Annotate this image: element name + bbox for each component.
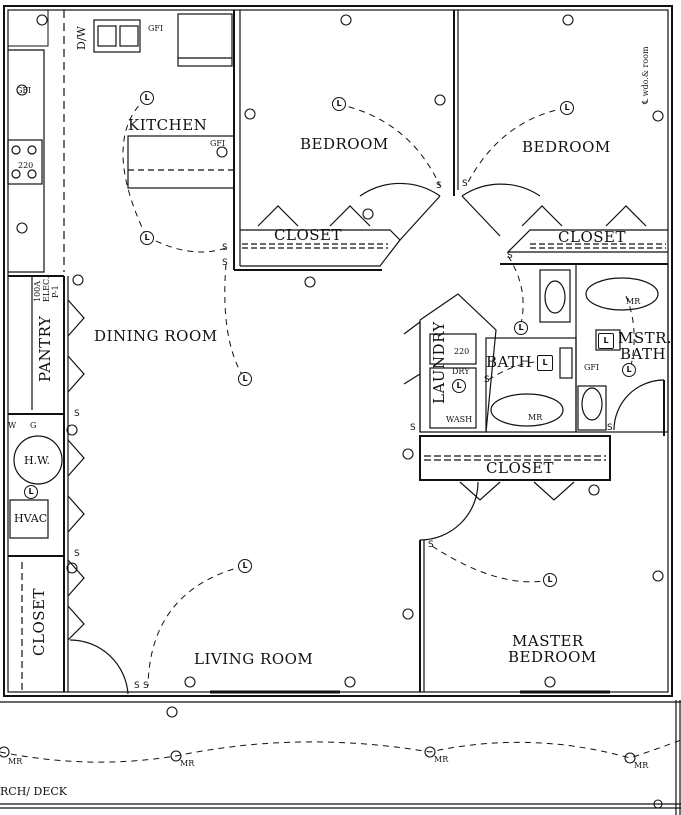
moisture-resistant-label: MR: [8, 757, 23, 766]
master-bedroom-label-2: BEDROOM: [508, 648, 597, 666]
gfi-outlet-label: GFI: [584, 363, 600, 372]
ceiling-light-icon: L: [452, 379, 466, 393]
switch-icon: S: [222, 258, 228, 268]
switch-icon: S: [143, 681, 149, 691]
switch-icon: S: [436, 181, 442, 191]
gfi-outlet-label: GFI: [148, 24, 164, 33]
closet-2-label: CLOSET: [558, 228, 626, 246]
living-room-label: LIVING ROOM: [194, 650, 314, 668]
bath-label: BATH: [486, 353, 533, 371]
dryer-label: DRY: [452, 367, 470, 376]
dining-room-label: DINING ROOM: [94, 327, 218, 345]
switch-icon: S: [484, 375, 490, 385]
gas-label: G: [30, 421, 37, 430]
range-220-label: 220: [18, 161, 34, 170]
switch-icon: S: [428, 540, 434, 550]
centerline-window-label: ℄ wdo.& room: [641, 46, 650, 104]
switch-icon: S: [74, 409, 80, 419]
ceiling-light-icon: L: [543, 573, 557, 587]
bedroom-1-label: BEDROOM: [300, 135, 389, 153]
ceiling-light-icon: L: [140, 231, 154, 245]
ceiling-light-icon: L: [514, 321, 528, 335]
ceiling-light-icon: L: [24, 485, 38, 499]
moisture-resistant-label: MR: [434, 755, 449, 764]
master-bedroom-label-1: MASTER: [512, 632, 584, 650]
closet-1-label: CLOSET: [274, 226, 342, 244]
pantry-label: PANTRY: [36, 315, 54, 382]
dryer-220-label: 220: [454, 347, 470, 356]
panel-label-2: ELEC.: [42, 276, 51, 302]
mstr-bath-label-1: MSTR.: [618, 329, 673, 347]
ceiling-light-icon: L: [140, 91, 154, 105]
vanity-light-icon: L: [537, 355, 553, 371]
bedroom-2-label: BEDROOM: [522, 138, 611, 156]
switch-icon: S: [410, 423, 416, 433]
ceiling-light-icon: L: [238, 372, 252, 386]
kitchen-label: KITCHEN: [128, 116, 208, 134]
ceiling-light-icon: L: [332, 97, 346, 111]
switch-icon: S: [222, 243, 228, 253]
exterior-wall: [3, 5, 673, 697]
ceiling-light-icon: L: [238, 559, 252, 573]
laundry-label: LAUNDRY: [430, 321, 448, 404]
switch-icon: S: [74, 549, 80, 559]
moisture-resistant-label: MR: [634, 761, 649, 770]
switch-icon: S: [134, 681, 140, 691]
water-heater-label: H.W.: [24, 454, 50, 467]
vanity-light-icon: L: [598, 333, 614, 349]
gfi-outlet-label: GFI: [16, 86, 32, 95]
closet-4-label: CLOSET: [30, 588, 48, 656]
washer-label: WASH: [446, 415, 473, 424]
moisture-resistant-label: MR: [528, 413, 543, 422]
switch-icon: S: [507, 251, 513, 261]
ceiling-light-icon: L: [622, 363, 636, 377]
dishwasher-label: D/W: [75, 26, 88, 50]
ceiling-light-icon: L: [560, 101, 574, 115]
hvac-label: HVAC: [14, 512, 48, 525]
moisture-resistant-label: MR: [180, 759, 195, 768]
water-label: W: [8, 421, 17, 430]
panel-label-1: 100A: [33, 280, 42, 302]
panel-label-3: P-1: [51, 285, 60, 298]
gfi-outlet-label: GFI: [210, 139, 226, 148]
mstr-bath-label-2: BATH: [620, 345, 667, 363]
switch-icon: S: [607, 423, 613, 433]
porch-deck-label: RCH/ DECK: [0, 785, 67, 798]
closet-3-label: CLOSET: [486, 459, 554, 477]
moisture-resistant-label: MR: [626, 297, 641, 306]
switch-icon: S: [462, 179, 468, 189]
